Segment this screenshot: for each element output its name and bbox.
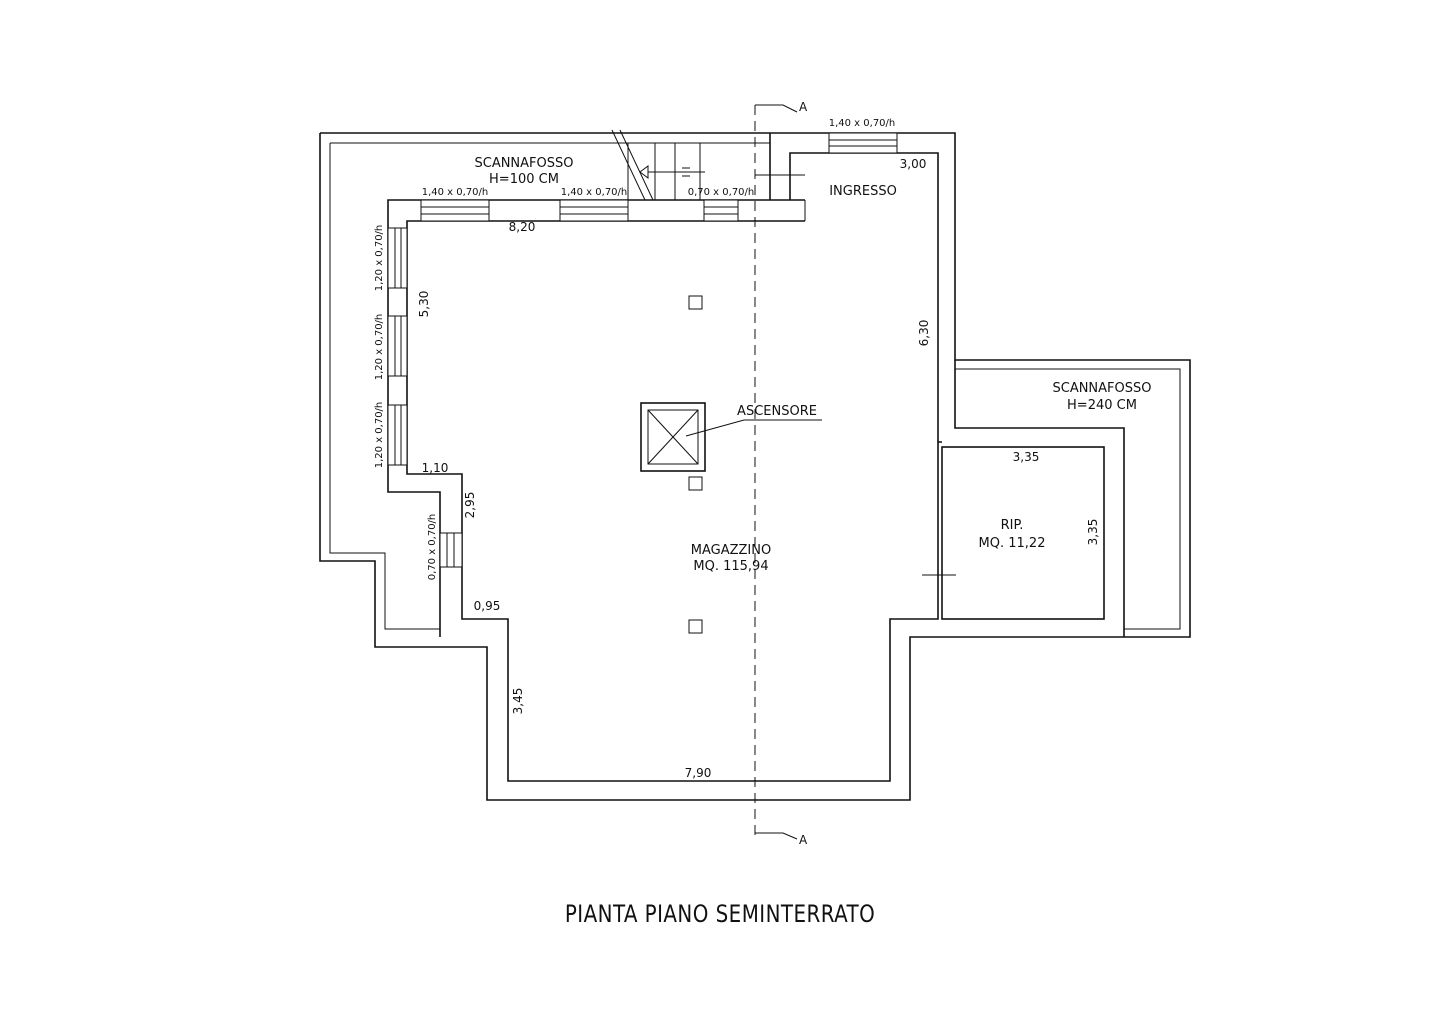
magazzino-name: MAGAZZINO [691,543,771,558]
dim-rip-h: 3,35 [1086,519,1100,546]
dim-820: 8,20 [509,220,536,234]
window-label-ingresso: 1,40 x 0,70/h [829,118,896,129]
pillar-1 [688,295,703,310]
window-label-left-2: 1,20 x 0,70/h [374,314,385,381]
pillar-3 [688,619,703,634]
scannafosso-right-inner [954,360,1125,637]
dim-110: 1,10 [422,461,449,475]
window-label-left-3: 1,20 x 0,70/h [374,402,385,469]
window-label-top-3: 0,70 x 0,70/h [688,187,755,198]
rip-name: RIP. [1001,518,1024,533]
magazzino-area: MQ. 115,94 [693,559,768,574]
scannafosso-top-height: H=100 CM [489,172,559,187]
dim-rip-w: 3,35 [1013,450,1040,464]
window-ingresso [828,132,898,154]
window-label-top-1: 1,40 x 0,70/h [422,187,489,198]
dim-300: 3,00 [900,157,927,171]
elevator [640,402,822,472]
rip-area: MQ. 11,22 [979,536,1046,551]
pillar-2 [688,476,703,491]
scannafosso-right-name: SCANNAFOSSO [1052,381,1151,396]
outer-wall-inside-left [329,143,440,630]
dim-530: 5,30 [417,291,431,318]
dim-345: 3,45 [511,688,525,715]
section-arrow-top [755,104,798,113]
section-label-top: A [799,100,808,114]
window-left-small [439,532,463,568]
section-label-bottom: A [799,833,808,847]
dim-095: 0,95 [474,599,501,613]
window-top-2 [559,199,629,222]
section-arrow-bottom [755,832,798,840]
scannafosso-right-height: H=240 CM [1067,398,1137,413]
drawing-title: PIANTA PIANO SEMINTERRATO [564,900,876,928]
dim-790: 7,90 [685,766,712,780]
window-label-left-1: 1,20 x 0,70/h [374,225,385,292]
window-left-2 [387,315,408,377]
scannafosso-top-name: SCANNAFOSSO [474,156,573,171]
window-top-1 [420,199,490,222]
window-top-3 [703,199,739,222]
window-left-1 [387,227,408,289]
window-label-top-2: 1,40 x 0,70/h [561,187,628,198]
ripostiglio-room [941,446,1105,620]
stairs [611,129,805,201]
outer-wall-inside-right [955,368,1181,630]
dim-630: 6,30 [917,320,931,347]
ascensore-label: ASCENSORE [737,404,817,419]
ingresso-label: INGRESSO [829,184,897,199]
dim-295: 2,95 [463,492,477,519]
window-label-left-small: 0,70 x 0,70/h [427,514,438,581]
window-left-3 [387,404,408,466]
